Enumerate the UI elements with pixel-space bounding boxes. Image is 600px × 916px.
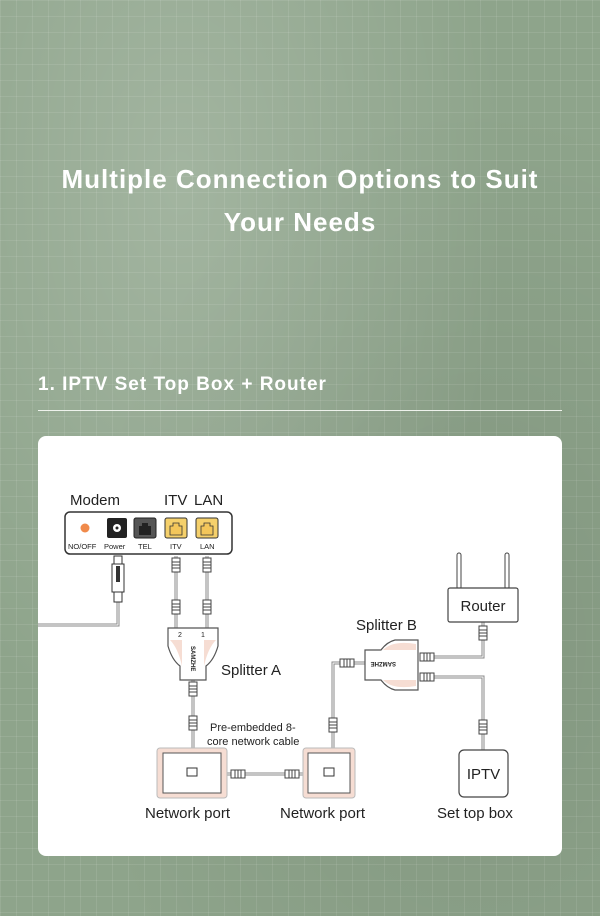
onoff-label: NO/OFF — [68, 542, 97, 551]
divider — [38, 410, 562, 411]
set-top-box-label: Set top box — [437, 805, 513, 822]
power-plug-icon — [111, 555, 125, 603]
network-port-1-label: Network port — [145, 805, 231, 822]
router: Router — [447, 552, 519, 623]
diagram-card: Modem ITV LAN NO/OFF Power TEL ITV LAN 2… — [38, 436, 562, 856]
title-line-2: Your Needs — [223, 207, 377, 237]
splitter-b-label: Splitter B — [356, 617, 417, 634]
title-line-1: Multiple Connection Options to Suit — [61, 164, 539, 194]
network-port-2-label: Network port — [280, 805, 366, 822]
modem: NO/OFF Power TEL ITV LAN — [64, 511, 233, 555]
ethernet-socket-icon — [323, 767, 335, 777]
itv-label: ITV — [164, 492, 187, 509]
splitter-a-label: Splitter A — [221, 662, 281, 679]
lan-label: LAN — [194, 492, 223, 509]
network-port-2 — [302, 747, 356, 799]
splitter-b: SAMZHE — [364, 639, 419, 691]
splitter-brand: SAMZHE — [189, 646, 195, 671]
led-icon — [80, 523, 90, 533]
itv-port-label: ITV — [170, 542, 182, 551]
network-port-1 — [156, 747, 228, 799]
port-number-1: 1 — [201, 632, 205, 639]
splitter-a: 2 1 SAMZHE — [167, 627, 219, 681]
cable-note-line-2: core network cable — [207, 736, 299, 748]
iptv-label: IPTV — [467, 766, 500, 783]
power-label: Power — [104, 542, 126, 551]
section-heading: 1. IPTV Set Top Box + Router — [38, 374, 327, 395]
tel-label: TEL — [138, 542, 152, 551]
ethernet-socket-icon — [186, 767, 198, 777]
connection-diagram: Modem ITV LAN NO/OFF Power TEL ITV LAN 2… — [38, 492, 519, 822]
cable-note-line-1: Pre-embedded 8- — [210, 722, 296, 734]
splitter-brand-b: SAMZHE — [371, 660, 396, 666]
page-title: Multiple Connection Options to Suit Your… — [0, 158, 600, 244]
modem-label: Modem — [70, 492, 120, 509]
port-number-2: 2 — [178, 632, 182, 639]
router-label: Router — [460, 598, 505, 615]
lan-port-label: LAN — [200, 542, 215, 551]
iptv-box: IPTV — [458, 749, 509, 798]
